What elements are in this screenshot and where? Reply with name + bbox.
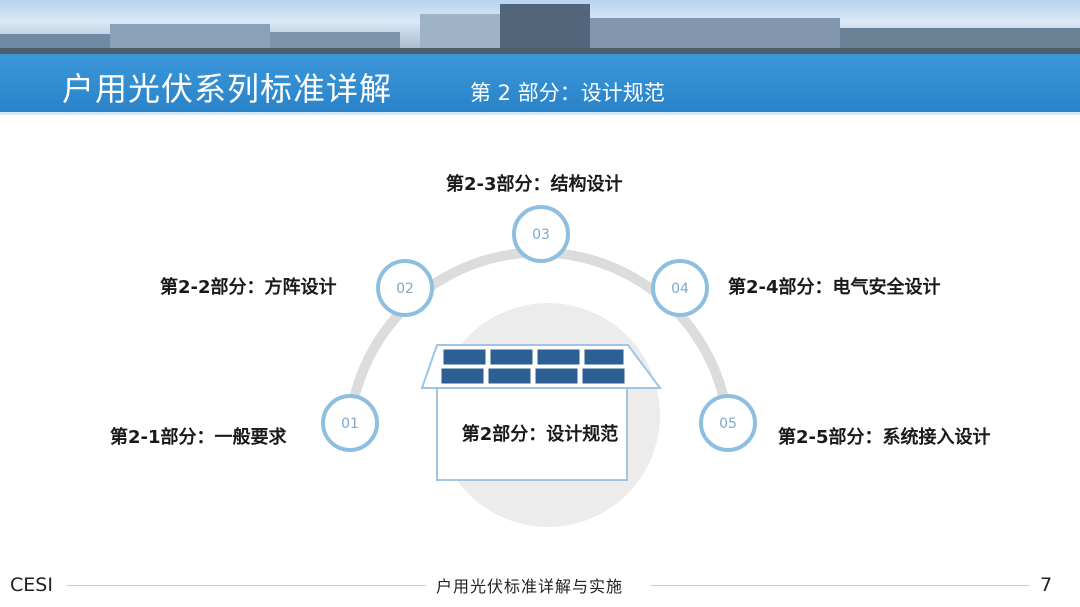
node-02: 02 bbox=[376, 259, 434, 317]
step-label-04: 第2-4部分：电气安全设计 bbox=[728, 277, 941, 298]
node-number: 02 bbox=[396, 281, 414, 297]
header-divider bbox=[0, 112, 1080, 115]
footer-org: CESI bbox=[10, 574, 53, 596]
step-label-02: 第2-2部分：方阵设计 bbox=[160, 277, 337, 298]
step-label-03: 第2-3部分：结构设计 bbox=[446, 174, 623, 195]
node-04: 04 bbox=[651, 259, 709, 317]
node-03: 03 bbox=[512, 205, 570, 263]
node-01: 01 bbox=[321, 394, 379, 452]
header-bar bbox=[0, 54, 1080, 112]
node-number: 01 bbox=[341, 416, 359, 432]
page-subtitle: 第 2 部分：设计规范 bbox=[470, 81, 665, 105]
header-photo bbox=[0, 0, 1080, 54]
solar-panels bbox=[440, 348, 626, 385]
page-title: 户用光伏系列标准详解 bbox=[62, 70, 393, 108]
footer-divider-left bbox=[66, 585, 426, 586]
node-number: 05 bbox=[719, 416, 737, 432]
node-number: 04 bbox=[671, 281, 689, 297]
step-label-01: 第2-1部分：一般要求 bbox=[110, 427, 287, 448]
step-label-05: 第2-5部分：系统接入设计 bbox=[778, 427, 991, 448]
node-number: 03 bbox=[532, 227, 550, 243]
house-illustration bbox=[420, 344, 662, 481]
page-number: 7 bbox=[1040, 574, 1053, 596]
center-label: 第2部分：设计规范 bbox=[461, 424, 619, 445]
footer-title: 户用光伏标准详解与实施 bbox=[436, 577, 624, 596]
footer-divider-right bbox=[650, 585, 1030, 586]
node-05: 05 bbox=[699, 394, 757, 452]
